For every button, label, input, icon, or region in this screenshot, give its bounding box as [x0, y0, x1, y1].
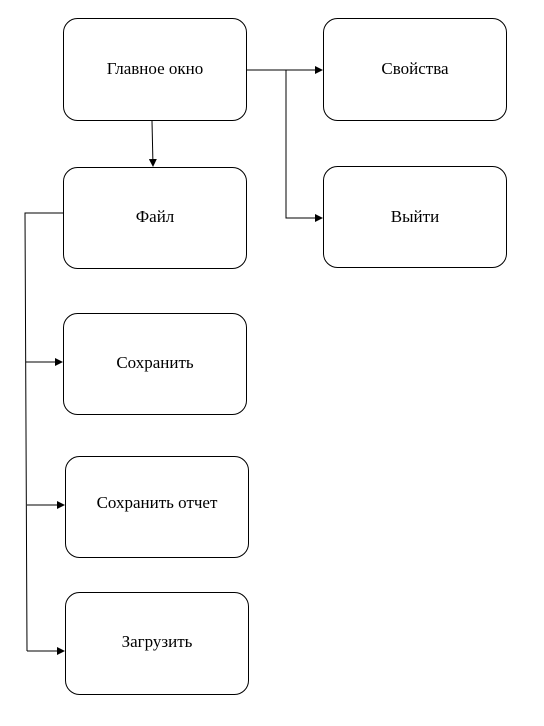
node-save-box [63, 313, 247, 415]
node-properties-label: Свойства [381, 59, 449, 78]
node-main-window-box [63, 18, 247, 121]
node-load-label: Загрузить [122, 632, 193, 651]
node-load: Загрузить [65, 592, 249, 695]
node-file-label: Файл [136, 207, 175, 226]
node-save-report: Сохранить отчет [65, 456, 249, 558]
node-main-window: Главное окно [63, 18, 247, 121]
node-save-report-label: Сохранить отчет [97, 493, 218, 512]
node-save: Сохранить [63, 313, 247, 415]
node-exit-box [323, 166, 507, 268]
edge-main-to-file [148, 120, 157, 167]
node-properties: Свойства [323, 18, 507, 121]
node-load-box [65, 592, 249, 695]
node-exit: Выйти [323, 166, 507, 268]
edge-file-trunk [24, 212, 63, 652]
node-save-report-box [65, 456, 249, 558]
node-exit-label: Выйти [391, 207, 439, 226]
edge-main-to-exit [285, 70, 323, 222]
node-file-box [63, 167, 247, 269]
node-main-window-label: Главное окно [107, 59, 204, 78]
connectors [24, 66, 323, 655]
node-properties-box [323, 18, 507, 121]
node-save-label: Сохранить [116, 353, 194, 372]
node-file: Файл [63, 167, 247, 269]
